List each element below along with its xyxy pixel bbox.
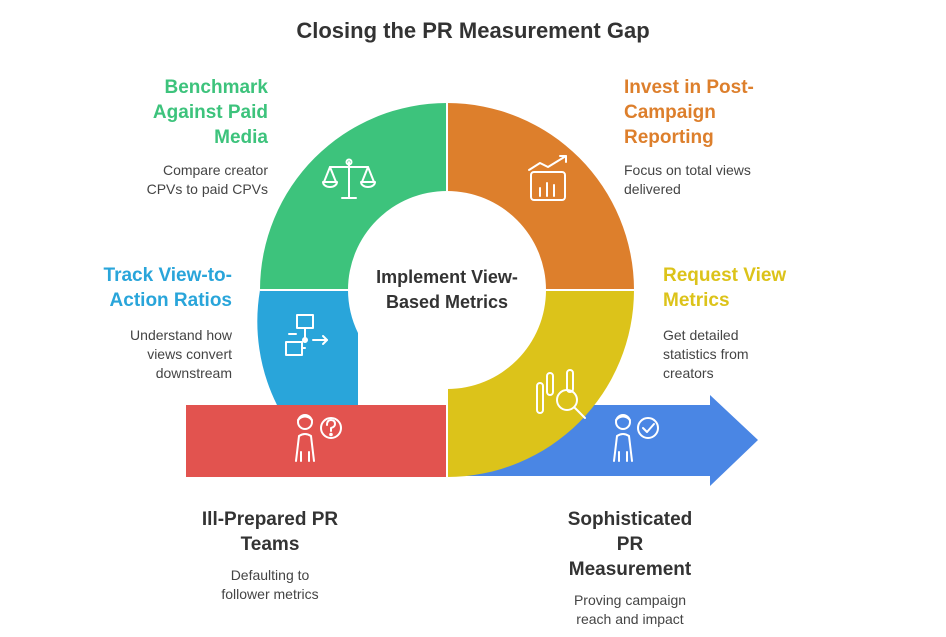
benchmark-description: Compare creator CPVs to paid CPVs	[146, 162, 268, 197]
request-label: Request View Metrics	[663, 265, 787, 311]
center-label: Implement View- Based Metrics	[376, 267, 518, 312]
growth-chart-icon	[528, 155, 567, 201]
ring-segment-blue	[257, 290, 358, 405]
start-description: Defaulting to follower metrics	[221, 567, 319, 602]
flowchart-icon	[285, 314, 328, 356]
benchmark-label: Benchmark Against Paid Media	[152, 77, 268, 148]
track-description: Understand how views convert downstream	[130, 327, 232, 381]
scales-icon	[322, 158, 376, 199]
person-question-icon	[295, 414, 342, 462]
track-label: Track View-to- Action Ratios	[103, 265, 232, 311]
invest-description: Focus on total views delivered	[624, 162, 751, 197]
request-description: Get detailed statistics from creators	[663, 327, 749, 381]
magnify-bars-icon	[536, 369, 586, 419]
ring-segment-green	[260, 103, 447, 290]
start-block	[186, 405, 447, 477]
end-label: Sophisticated PR Measurement	[567, 509, 693, 580]
diagram-title: Closing the PR Measurement Gap	[296, 18, 650, 43]
invest-label: Invest in Post- Campaign Reporting	[624, 77, 754, 148]
person-check-icon	[613, 414, 659, 462]
start-label: Ill-Prepared PR Teams	[201, 509, 339, 555]
end-description: Proving campaign reach and impact	[573, 592, 687, 627]
